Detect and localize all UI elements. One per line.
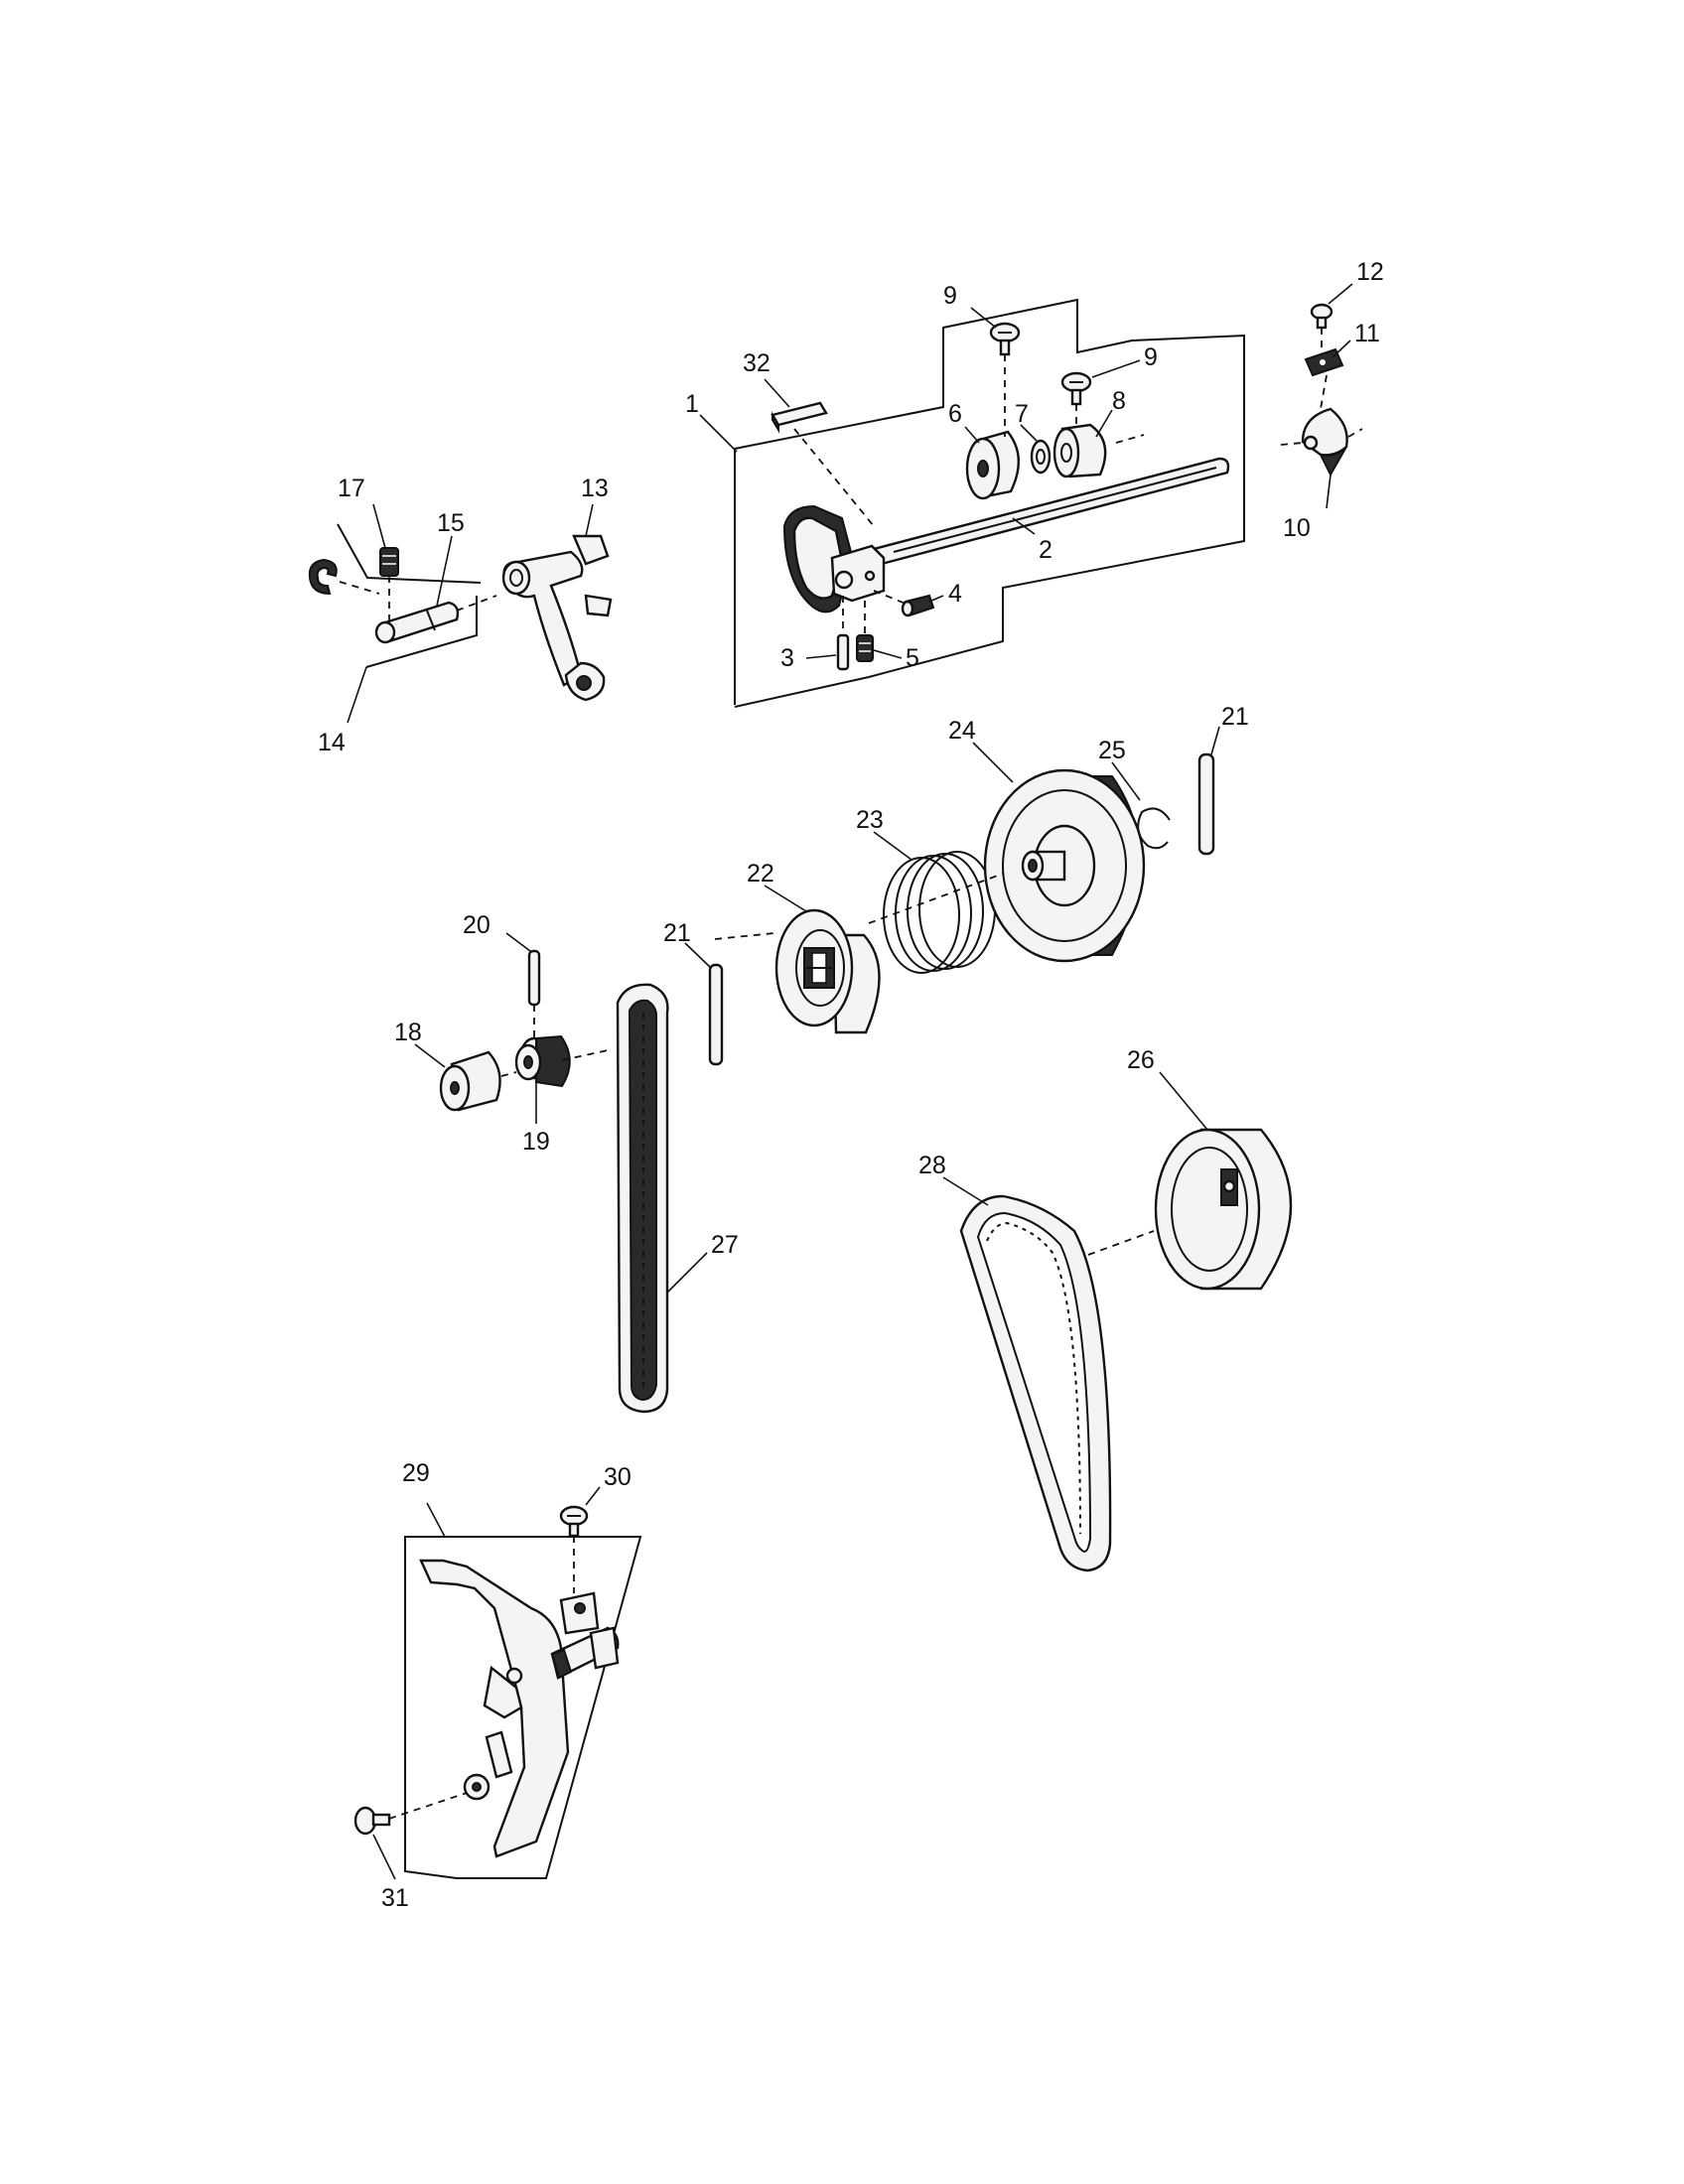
gear-part-19 — [514, 1034, 571, 1088]
callout-25: 25 — [1098, 737, 1126, 764]
retaining-ring-part-25 — [1137, 807, 1171, 850]
set-screw-part-17 — [379, 547, 399, 577]
pin-part-21b — [1197, 752, 1215, 856]
crank-arm-part-1 — [782, 504, 886, 614]
callout-18: 18 — [394, 1019, 422, 1046]
callout-19: 19 — [522, 1128, 550, 1156]
washer-part-7 — [1030, 439, 1052, 475]
callout-8: 8 — [1112, 387, 1126, 415]
key-part-32 — [771, 401, 828, 434]
callout-20: 20 — [463, 911, 491, 939]
clutch-hub-part-22 — [774, 908, 881, 1034]
callout-21-right: 21 — [1221, 703, 1249, 731]
screw-part-30 — [559, 1505, 589, 1538]
callout-32: 32 — [743, 349, 771, 377]
collar-part-8 — [1052, 423, 1107, 478]
callout-4: 4 — [948, 580, 962, 608]
leader-lines — [372, 283, 1353, 1880]
callout-7: 7 — [1015, 400, 1029, 428]
callout-26: 26 — [1127, 1046, 1155, 1074]
callout-29: 29 — [402, 1459, 430, 1487]
screw-part-12 — [1310, 303, 1333, 330]
pin-part-20 — [527, 949, 541, 1007]
drive-belt-part-28 — [959, 1194, 1112, 1572]
callout-31: 31 — [381, 1884, 409, 1912]
leader-29 — [426, 1502, 446, 1538]
callout-14: 14 — [318, 729, 346, 756]
callout-labels: 1 2 3 4 5 6 7 8 9 9 10 11 12 13 14 15 17… — [318, 258, 1384, 1912]
callout-21-middle: 21 — [663, 919, 691, 947]
callout-10: 10 — [1283, 514, 1311, 542]
callout-13: 13 — [581, 475, 609, 502]
callout-2: 2 — [1039, 536, 1052, 564]
callout-9-upper: 9 — [943, 282, 957, 310]
callout-6: 6 — [948, 400, 962, 428]
leader-1 — [699, 414, 738, 453]
callout-27: 27 — [711, 1231, 739, 1259]
callout-17: 17 — [338, 475, 365, 502]
set-screw-part-4 — [901, 594, 935, 617]
cam-part-10 — [1301, 407, 1348, 478]
pin-part-21a — [708, 963, 724, 1066]
bushing-part-6 — [965, 430, 1021, 500]
set-screw-part-5 — [856, 634, 874, 662]
callout-11: 11 — [1354, 320, 1380, 347]
retaining-ring-left — [308, 558, 338, 596]
pulley-part-26 — [1154, 1128, 1293, 1291]
shaft-part-2 — [872, 457, 1230, 567]
callout-3: 3 — [780, 644, 794, 672]
callout-28: 28 — [918, 1152, 946, 1179]
screw-part-9a — [989, 322, 1021, 356]
bracket-part-29 — [419, 1559, 620, 1858]
timing-belt-part-27 — [616, 983, 669, 1414]
pin-part-3 — [836, 633, 850, 671]
callout-24: 24 — [948, 717, 976, 745]
bushing-part-18 — [439, 1050, 501, 1112]
assembly-outline-1 — [734, 298, 1245, 708]
link-part-13 — [501, 534, 613, 702]
callout-15: 15 — [437, 509, 465, 537]
callout-23: 23 — [856, 806, 884, 834]
callout-22: 22 — [747, 860, 774, 887]
pulley-part-24 — [983, 768, 1146, 963]
callout-12: 12 — [1356, 258, 1384, 286]
callout-1: 1 — [685, 390, 699, 418]
callout-5: 5 — [906, 644, 919, 672]
callout-9-right: 9 — [1144, 343, 1158, 371]
spring-part-23 — [883, 851, 996, 974]
screw-part-9b — [1060, 371, 1092, 406]
screw-part-31 — [353, 1806, 391, 1836]
assembly-outline-29 — [404, 1536, 642, 1879]
callout-30: 30 — [604, 1463, 632, 1491]
